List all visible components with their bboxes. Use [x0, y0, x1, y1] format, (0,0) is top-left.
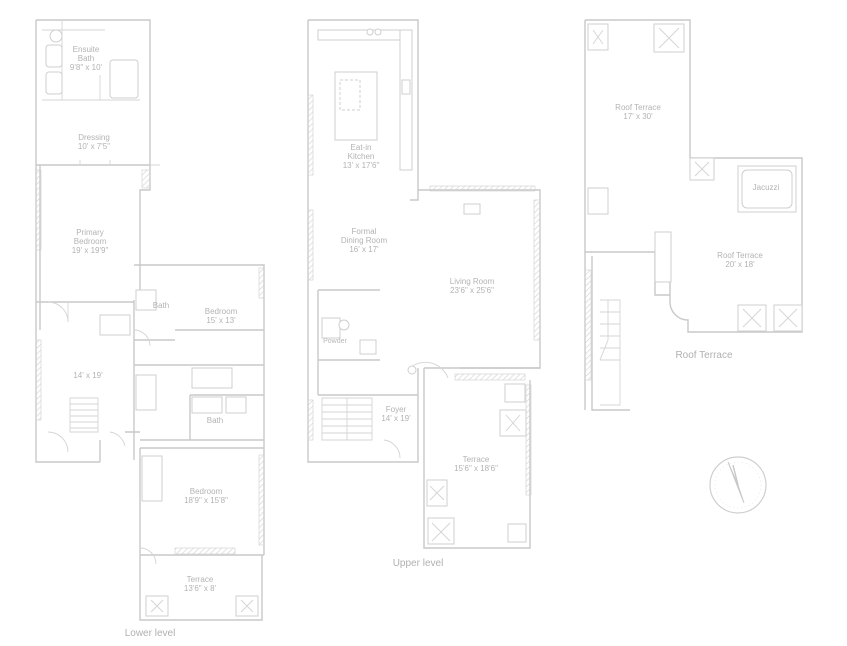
label-bath-lower-2: Bath: [207, 416, 223, 425]
label-powder: Powder: [323, 338, 347, 345]
label-bath-lower: Bath: [153, 301, 169, 310]
lower-level-plan: [35, 19, 265, 621]
label-hall: 14' x 19': [73, 371, 103, 380]
upper-level-plan: [307, 19, 541, 549]
level-label-roof: Roof Terrace: [675, 350, 733, 361]
level-label-lower: Lower level: [125, 628, 176, 639]
compass-rose-icon: [709, 456, 767, 514]
roof-plan: [584, 19, 803, 411]
label-jacuzzi: Jacuzzi: [753, 183, 780, 192]
level-label-upper: Upper level: [393, 558, 444, 569]
